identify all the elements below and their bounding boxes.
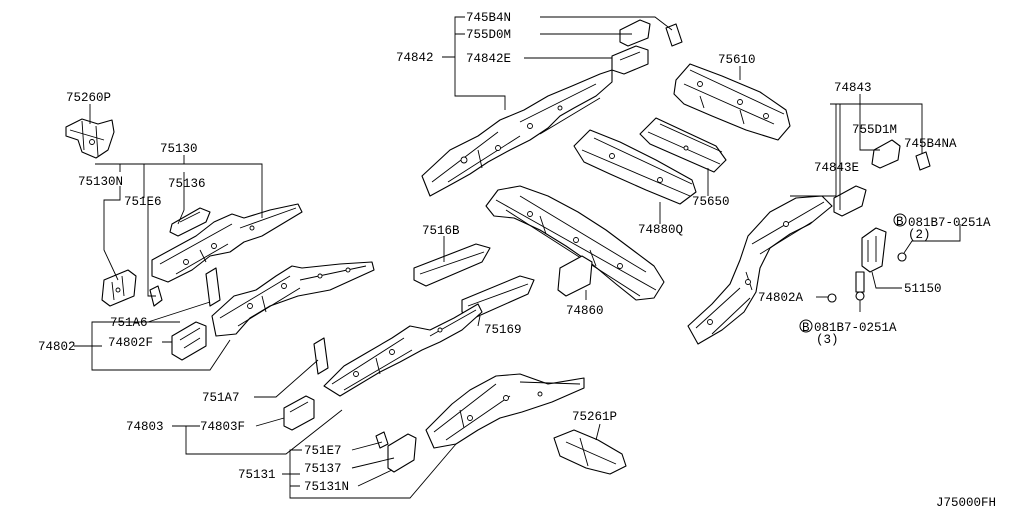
label-74803: 74803 [126,420,164,434]
label-755d1m: 755D1M [852,123,897,137]
part-7516b [413,243,491,287]
part-751e7 [375,431,389,449]
part-labels: 745B4N 755D0M 74842 74842E 75610 75260P … [38,11,996,510]
part-74843 [687,195,833,345]
label-bolt-symbol-lower: B [802,321,810,335]
diagram-id: J75000FH [936,496,996,510]
part-74843e [833,185,867,217]
part-75130 [151,203,303,283]
label-74843e: 74843E [814,161,859,175]
part-75136 [169,207,211,237]
part-75650 [639,117,727,173]
part-75137 [387,433,417,473]
part-75130n [101,269,137,307]
label-745b4na: 745B4NA [904,137,957,151]
label-74860: 74860 [566,304,604,318]
label-74802a: 74802A [758,291,804,305]
label-74880q: 74880Q [638,223,683,237]
part-74802f [171,321,207,361]
label-75610: 75610 [718,53,756,67]
part-75131-lower [425,373,585,449]
label-7516b: 7516B [422,224,460,238]
label-75137: 75137 [304,462,342,476]
label-75130n: 75130N [78,175,123,189]
label-74843: 74843 [834,81,872,95]
label-75131: 75131 [238,468,276,482]
part-755d0m [619,19,651,47]
label-75260p: 75260P [66,91,111,105]
part-74842e [611,45,649,75]
label-74802f: 74802F [108,336,153,350]
label-75131n: 75131N [304,480,349,494]
label-75169: 75169 [484,323,522,337]
label-755d0m: 755D0M [466,28,511,42]
part-74803 [323,303,483,397]
bolt-symbol-upper [893,213,907,227]
label-081b7-lower-qty: (3) [816,333,839,347]
label-081b7-upper: 081B7-0251A [908,216,991,230]
part-745b4na [915,151,931,171]
part-75261p [553,429,627,475]
part-755d1m [871,139,901,169]
label-74802: 74802 [38,340,76,354]
label-bolt-symbol-upper: B [896,215,904,229]
label-75130: 75130 [160,142,198,156]
label-74842: 74842 [396,51,434,65]
part-751a7 [313,337,329,375]
label-75136: 75136 [168,177,206,191]
part-74842 [421,69,613,197]
part-75610 [673,63,791,141]
label-745b4n: 745B4N [466,11,511,25]
part-75260p [65,118,115,159]
label-751a6: 751A6 [110,316,148,330]
label-75261p: 75261P [572,410,617,424]
label-74803f: 74803F [200,420,245,434]
label-751e7: 751E7 [304,444,342,458]
part-751a6 [205,267,221,307]
label-081b7-upper-qty: (2) [908,228,931,242]
label-751e6: 751E6 [124,195,162,209]
part-51150 [861,227,887,273]
part-74860 [485,185,665,301]
label-74842e: 74842E [466,52,511,66]
part-745b4n [665,23,683,47]
bolt-symbol-lower [799,319,813,333]
label-751a7: 751A7 [202,391,240,405]
bolt-081b7-lower [855,271,865,301]
part-74803f [283,395,315,431]
bolt-74802a [827,293,837,303]
bolt-081b7-upper [897,252,907,262]
label-51150: 51150 [904,282,942,296]
leader-lines [74,16,961,499]
part-74880q [573,129,697,205]
part-75131-upper [211,261,375,337]
label-75650: 75650 [692,195,730,209]
label-081b7-lower: 081B7-0251A [814,321,897,335]
